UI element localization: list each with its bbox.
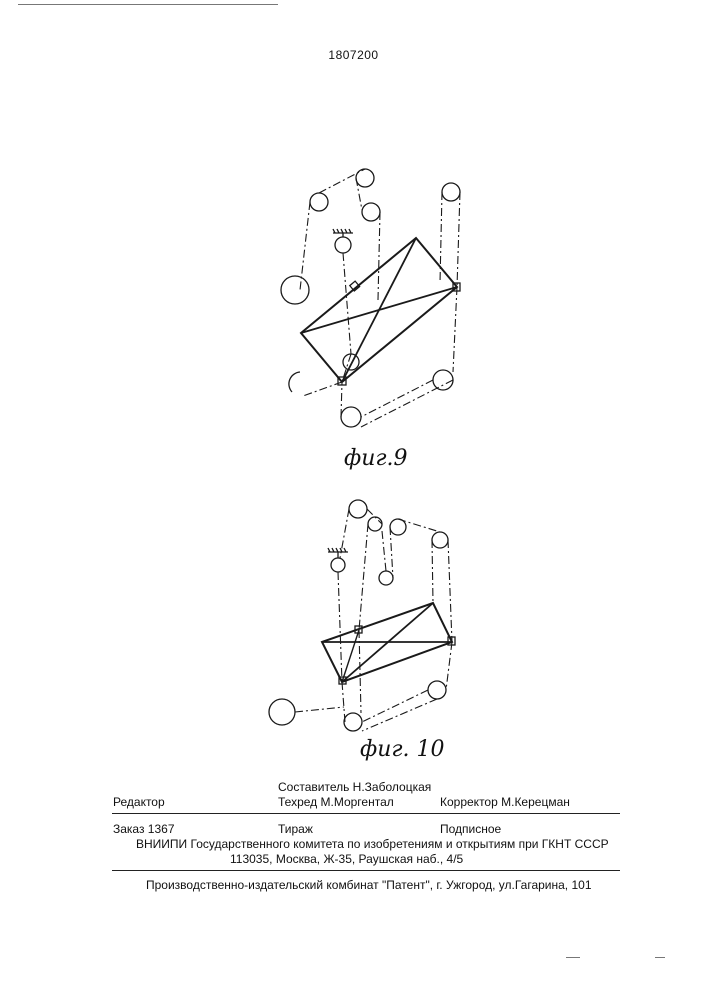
scan-artifact-mark xyxy=(655,957,665,958)
subscription-label: Подписное xyxy=(440,822,501,836)
imprint-divider-bottom xyxy=(112,870,620,871)
editor-label: Редактор xyxy=(113,795,165,809)
publisher-line: Производственно-издательский комбинат "П… xyxy=(146,878,592,892)
organization-line: ВНИИПИ Государственного комитета по изоб… xyxy=(136,837,609,851)
compiler-line: Составитель Н.Заболоцкая xyxy=(278,780,431,794)
order-line: Заказ 1367 xyxy=(113,822,175,836)
circulation-label: Тираж xyxy=(278,822,313,836)
figure-10-caption: фиг. 10 xyxy=(360,737,445,762)
address-line: 113035, Москва, Ж-35, Раушская наб., 4/5 xyxy=(230,852,463,866)
techred-line: Техред М.Моргентал xyxy=(278,795,394,809)
corrector-line: Корректор М.Керецман xyxy=(440,795,570,809)
imprint-divider-top xyxy=(112,813,620,814)
scan-artifact-mark xyxy=(566,957,580,958)
